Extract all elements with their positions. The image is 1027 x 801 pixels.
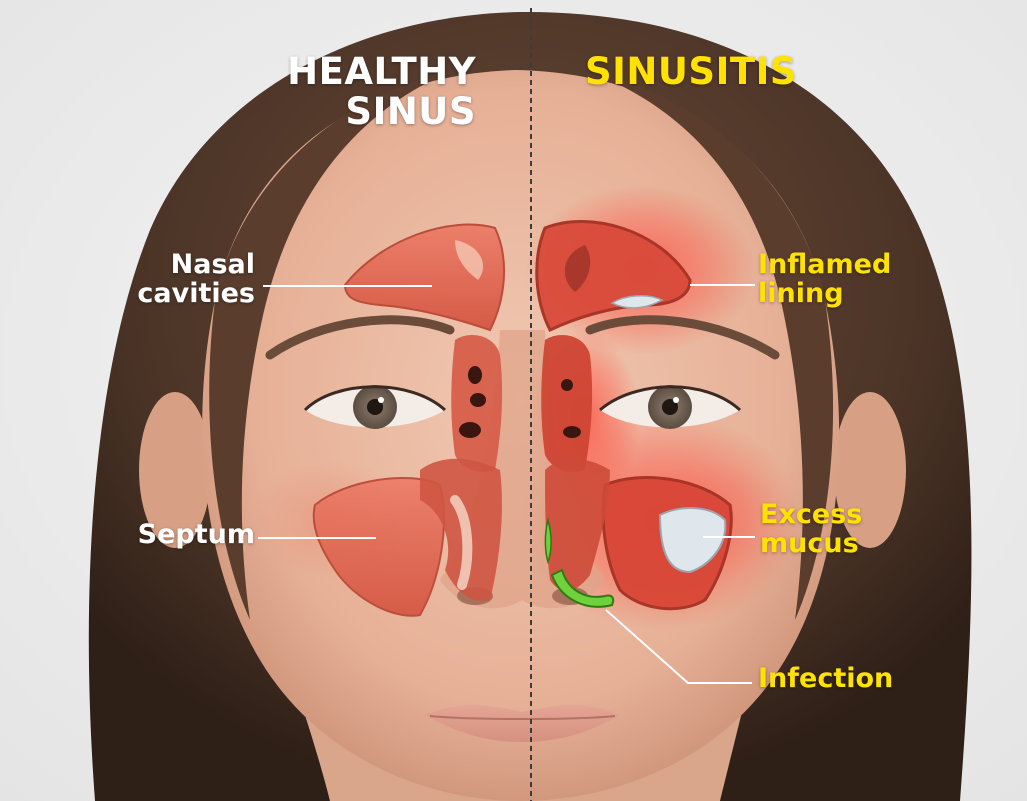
septum-label: Septum (138, 520, 255, 549)
infection-patch-upper (545, 520, 551, 562)
inflamed-lining-line1: Inflamed (758, 250, 891, 279)
inflamed-lining-label: Inflamed lining (758, 250, 891, 308)
inflamed-lining-line2: lining (758, 279, 891, 308)
healthy-sinus-heading: HEALTHY SINUS (287, 52, 476, 132)
nasal-cavities-line2: cavities (137, 279, 255, 308)
nasal-cavities-label: Nasal cavities (137, 250, 255, 308)
infection-label: Infection (758, 664, 893, 693)
healthy-heading-line2: SINUS (287, 92, 476, 132)
inflamed-ethmoid-sinus (541, 335, 592, 472)
healthy-heading-line1: HEALTHY (287, 52, 476, 92)
sinusitis-heading-line1: SINUSITIS (585, 52, 797, 92)
sinusitis-heading: SINUSITIS (585, 52, 797, 92)
excess-mucus-line2: mucus (760, 529, 862, 558)
septum-line1: Septum (138, 520, 255, 549)
infection-line1: Infection (758, 664, 893, 693)
excess-mucus-label: Excess mucus (760, 500, 862, 558)
excess-mucus-line1: Excess (760, 500, 862, 529)
nasal-cavities-line1: Nasal (137, 250, 255, 279)
